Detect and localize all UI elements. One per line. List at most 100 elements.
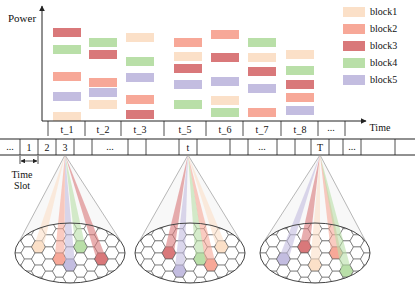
slot-divider — [92, 139, 93, 155]
power-block — [53, 112, 81, 121]
hex-cell — [42, 283, 56, 286]
slot-bracket — [20, 156, 21, 164]
hex-cell — [116, 241, 130, 253]
hex-cell — [246, 271, 260, 283]
slot-divider — [56, 139, 57, 155]
time-tick — [243, 121, 244, 136]
hex-cell — [246, 259, 260, 271]
slot-divider — [128, 139, 129, 155]
hex-cell — [131, 217, 145, 229]
hex-cell — [246, 235, 260, 247]
slot-label: ... — [348, 141, 356, 152]
power-block — [53, 72, 81, 81]
hex-cell — [329, 283, 343, 286]
legend-label: block5 — [370, 74, 397, 86]
slot-divider — [197, 139, 198, 155]
hex-cell — [245, 283, 259, 286]
hex-cell — [116, 277, 130, 286]
time-tick — [206, 121, 207, 136]
time-label: t_6 — [219, 124, 232, 135]
hex-cell — [0, 259, 14, 271]
hex-cell — [245, 259, 259, 271]
hex-cell — [361, 217, 375, 229]
legend-swatch — [343, 41, 365, 51]
area-outline — [135, 223, 245, 283]
hex-cell — [371, 223, 385, 235]
hex-cell — [105, 271, 119, 283]
hex-cell — [21, 211, 35, 223]
hex-cell — [266, 283, 280, 286]
hex-cell — [246, 283, 260, 286]
power-block — [211, 53, 239, 62]
slot-label: 1 — [27, 142, 32, 153]
slot-bar — [0, 139, 415, 155]
slot-bracket — [38, 156, 39, 164]
legend-label: block3 — [370, 40, 397, 52]
hex-cell — [371, 283, 385, 286]
legend-label: block4 — [370, 57, 397, 69]
hex-cell — [245, 271, 259, 283]
hex-cell — [361, 265, 375, 277]
hex-cell — [225, 211, 239, 223]
hex-cell — [131, 277, 145, 286]
power-axis — [42, 6, 43, 121]
hex-cell — [361, 277, 375, 286]
power-block — [89, 38, 117, 47]
hex-cell — [204, 283, 218, 286]
hex-cell — [183, 283, 197, 286]
coverage-area — [0, 155, 140, 286]
hex-cell — [105, 223, 119, 235]
hex-cell — [126, 283, 140, 286]
hex-cell — [95, 277, 109, 286]
beam — [188, 155, 227, 247]
slot-divider — [146, 139, 147, 155]
slot-divider — [38, 139, 39, 155]
hex-cell — [246, 223, 260, 235]
hex-cell — [0, 235, 14, 247]
hex-cell — [236, 253, 250, 265]
slot-divider — [277, 139, 278, 155]
power-block — [174, 52, 202, 61]
hex-cell — [126, 223, 140, 235]
slot-divider — [361, 139, 362, 155]
power-block — [126, 57, 154, 66]
hex-cell — [126, 211, 140, 223]
slot-divider — [343, 139, 344, 155]
slot-divider — [295, 139, 296, 155]
power-block — [126, 73, 154, 82]
hex-cell — [236, 265, 250, 277]
time-tick — [345, 121, 346, 136]
hex-cell — [245, 235, 259, 247]
hex-cell — [266, 211, 280, 223]
slot-caption: Time Slot — [7, 169, 37, 191]
legend-label: block2 — [370, 23, 397, 35]
legend-label: block1 — [370, 6, 397, 18]
hex-cell — [21, 283, 35, 286]
hex-cell — [105, 211, 119, 223]
slot-divider — [395, 139, 396, 155]
time-label: t_8 — [294, 124, 307, 135]
time-tick — [48, 121, 49, 136]
hex-cell — [105, 283, 119, 286]
hex-cell — [0, 211, 14, 223]
slot-label: t — [187, 142, 190, 153]
hex-cell — [120, 283, 134, 286]
power-block — [248, 53, 276, 62]
hex-cell — [361, 241, 375, 253]
power-block — [126, 33, 154, 42]
hex-cell — [0, 283, 14, 286]
axis-title: Power — [8, 12, 36, 24]
hex-cell — [236, 277, 250, 286]
time-tick — [281, 121, 282, 136]
hex-cell — [63, 283, 77, 286]
hex-cell — [340, 277, 354, 286]
hex-cell — [0, 271, 14, 283]
power-block — [174, 64, 202, 73]
power-blocks — [53, 28, 314, 121]
hex-cell — [116, 229, 130, 241]
power-block — [89, 78, 117, 87]
area-outline — [15, 223, 125, 283]
hex-cell — [116, 265, 130, 277]
hex-cell — [141, 211, 155, 223]
